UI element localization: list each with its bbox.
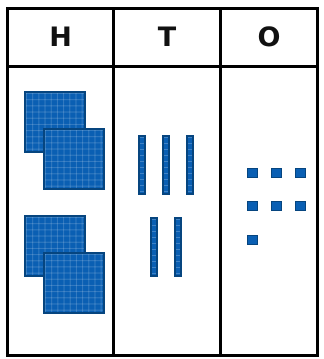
hundred-flat-block: [43, 128, 105, 190]
unit-cube-block: [247, 201, 258, 211]
ten-rod-block: [162, 135, 170, 195]
tens-column: [115, 68, 222, 354]
ten-rod-block: [150, 217, 158, 277]
unit-cube-block: [271, 201, 282, 211]
header-ones: O: [222, 10, 316, 65]
blocks-row: [9, 68, 316, 354]
unit-cube-block: [295, 201, 306, 211]
header-hundreds: H: [9, 10, 115, 65]
ten-rod-block: [138, 135, 146, 195]
hundreds-column: [9, 68, 115, 354]
header-row: H T O: [9, 10, 316, 68]
header-tens: T: [115, 10, 222, 65]
ten-rod-block: [174, 217, 182, 277]
unit-cube-block: [295, 168, 306, 178]
ten-rod-block: [186, 135, 194, 195]
place-value-table: H T O: [6, 7, 319, 357]
unit-cube-block: [247, 235, 258, 245]
hundred-flat-block: [43, 252, 105, 314]
ones-column: [222, 68, 316, 354]
unit-cube-block: [271, 168, 282, 178]
unit-cube-block: [247, 168, 258, 178]
